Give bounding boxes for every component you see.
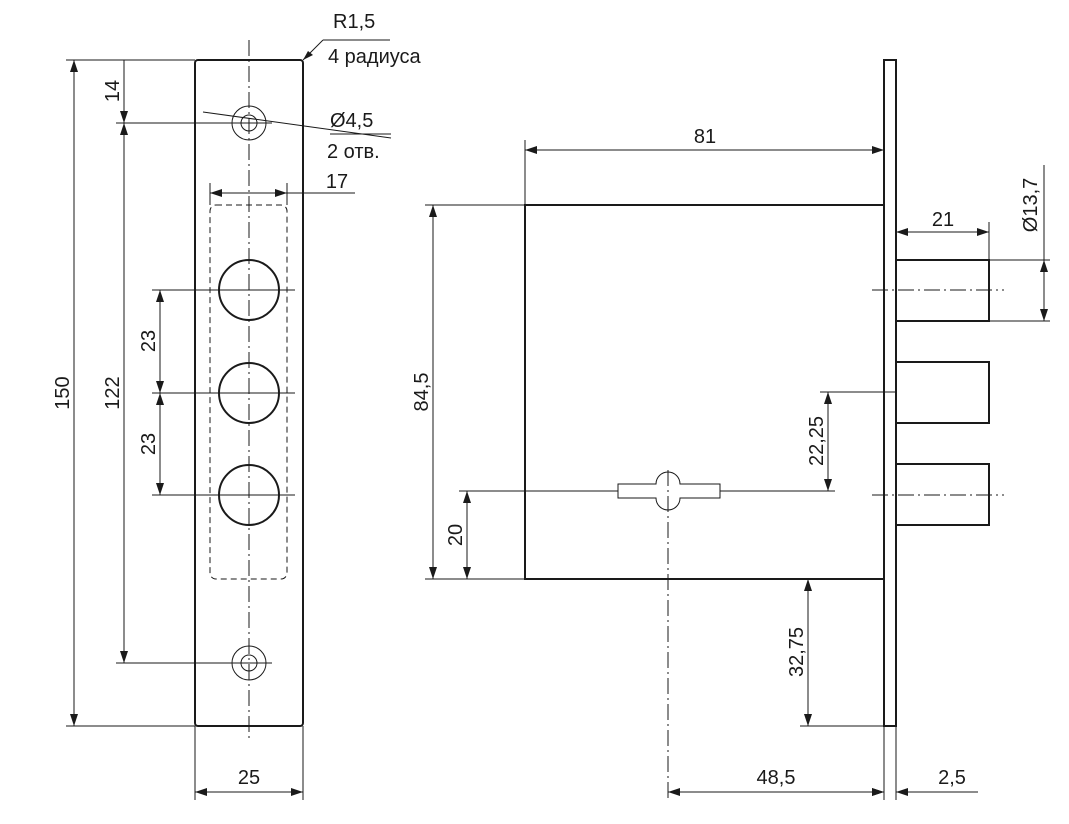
dim-bolt-spacing-2: 23 xyxy=(138,433,160,455)
dim-slot-width: 17 xyxy=(326,171,348,193)
dim-plate-thickness: 2,5 xyxy=(938,767,966,789)
dim-bolt-spacing-1: 23 xyxy=(138,330,160,352)
dim-bottom-to-plate-end: 32,75 xyxy=(786,627,808,677)
dim-hole-spacing: 122 xyxy=(102,376,124,409)
hole-diameter-label: Ø4,5 xyxy=(330,110,373,132)
dim-backset: 48,5 xyxy=(757,767,796,789)
dim-bolt-length: 21 xyxy=(932,209,954,231)
dim-body-length: 81 xyxy=(694,126,716,148)
face-plate-view: 150 122 14 23 23 17 25 R1,5 4 радиуса Ø4… xyxy=(52,11,422,800)
dim-top-offset: 14 xyxy=(102,80,124,102)
dim-plate-width: 25 xyxy=(238,767,260,789)
radius-note: 4 радиуса xyxy=(328,46,422,68)
key-slot xyxy=(617,471,721,511)
hole-count-note: 2 отв. xyxy=(327,141,380,163)
dim-total-height: 150 xyxy=(52,376,74,409)
lock-body-view: 81 84,5 20 22,25 32,75 21 Ø13,7 48,5 2,5 xyxy=(411,59,1050,800)
bolt-middle xyxy=(895,361,990,424)
dim-key-to-bolt: 22,25 xyxy=(806,416,828,466)
plate-side-outline xyxy=(883,59,897,727)
bolt-slot-outline xyxy=(209,204,288,580)
dim-body-height: 84,5 xyxy=(411,373,433,412)
dim-key-from-bottom: 20 xyxy=(445,524,467,546)
radius-label: R1,5 xyxy=(333,11,375,33)
dim-bolt-diameter: Ø13,7 xyxy=(1020,178,1042,232)
